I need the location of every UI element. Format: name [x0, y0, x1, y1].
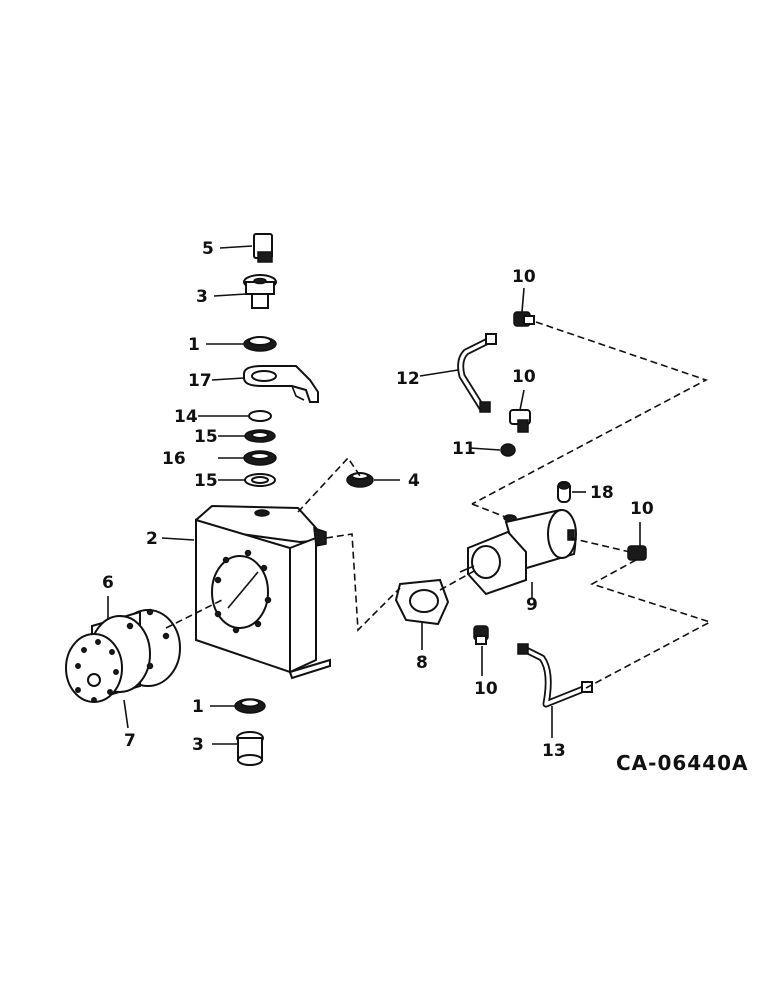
part-12-tube: [457, 333, 497, 413]
part-5-plug: [253, 233, 273, 263]
part-15-washer-upper: [244, 429, 276, 443]
part-1-seal-upper: [243, 336, 277, 352]
callout-15-upper: 15: [194, 427, 218, 447]
callout-18: 18: [590, 483, 614, 503]
callout-15-lower: 15: [194, 471, 218, 491]
callout-10-mid: 10: [512, 367, 536, 387]
part-3-adapter-upper: [243, 274, 277, 309]
part-10-fitting-top: [513, 311, 535, 327]
callout-4: 4: [408, 471, 420, 491]
callout-10-right: 10: [630, 499, 654, 519]
callout-11: 11: [452, 439, 476, 459]
callout-5: 5: [202, 239, 214, 259]
callout-2: 2: [146, 529, 158, 549]
part-11-plug: [500, 443, 516, 457]
callout-14: 14: [174, 407, 198, 427]
leader-lines: [107, 245, 641, 745]
callout-1-lower: 1: [192, 697, 204, 717]
callout-labels: 5 3 1 17 14 15 16 15 4 2 6 7 1 3 10 12 1…: [102, 239, 749, 775]
part-9-motor: [459, 508, 577, 596]
part-1-seal-lower: [234, 698, 266, 714]
part-18-fitting: [557, 481, 571, 503]
callout-6: 6: [102, 573, 114, 593]
hose-lines: [297, 321, 713, 689]
part-6-7-pump: [65, 599, 223, 703]
callout-17: 17: [188, 371, 212, 391]
part-2-reservoir: [195, 504, 331, 680]
callout-8: 8: [416, 653, 428, 673]
callout-16: 16: [162, 449, 186, 469]
callout-10-top: 10: [512, 267, 536, 287]
part-10-fitting-low: [473, 625, 489, 645]
part-16-spacer: [243, 450, 277, 466]
callout-7: 7: [124, 731, 136, 751]
part-4-cap: [346, 472, 374, 488]
callout-12: 12: [396, 369, 420, 389]
callout-9: 9: [526, 595, 538, 615]
part-14-washer: [248, 410, 272, 422]
callout-10-low: 10: [474, 679, 498, 699]
part-15-washer-lower: [244, 473, 276, 487]
callout-3-upper: 3: [196, 287, 208, 307]
drawing-code: CA-06440A: [616, 751, 749, 775]
callout-3-lower: 3: [192, 735, 204, 755]
part-10-fitting-right: [627, 545, 647, 561]
callout-13: 13: [542, 741, 566, 761]
part-13-tube: [517, 643, 593, 708]
part-10-fitting-mid: [509, 409, 531, 433]
callout-1-upper: 1: [188, 335, 200, 355]
part-3-adapter-lower: [236, 731, 264, 766]
part-8-gasket: [394, 578, 450, 626]
part-17-bracket: [243, 365, 319, 403]
